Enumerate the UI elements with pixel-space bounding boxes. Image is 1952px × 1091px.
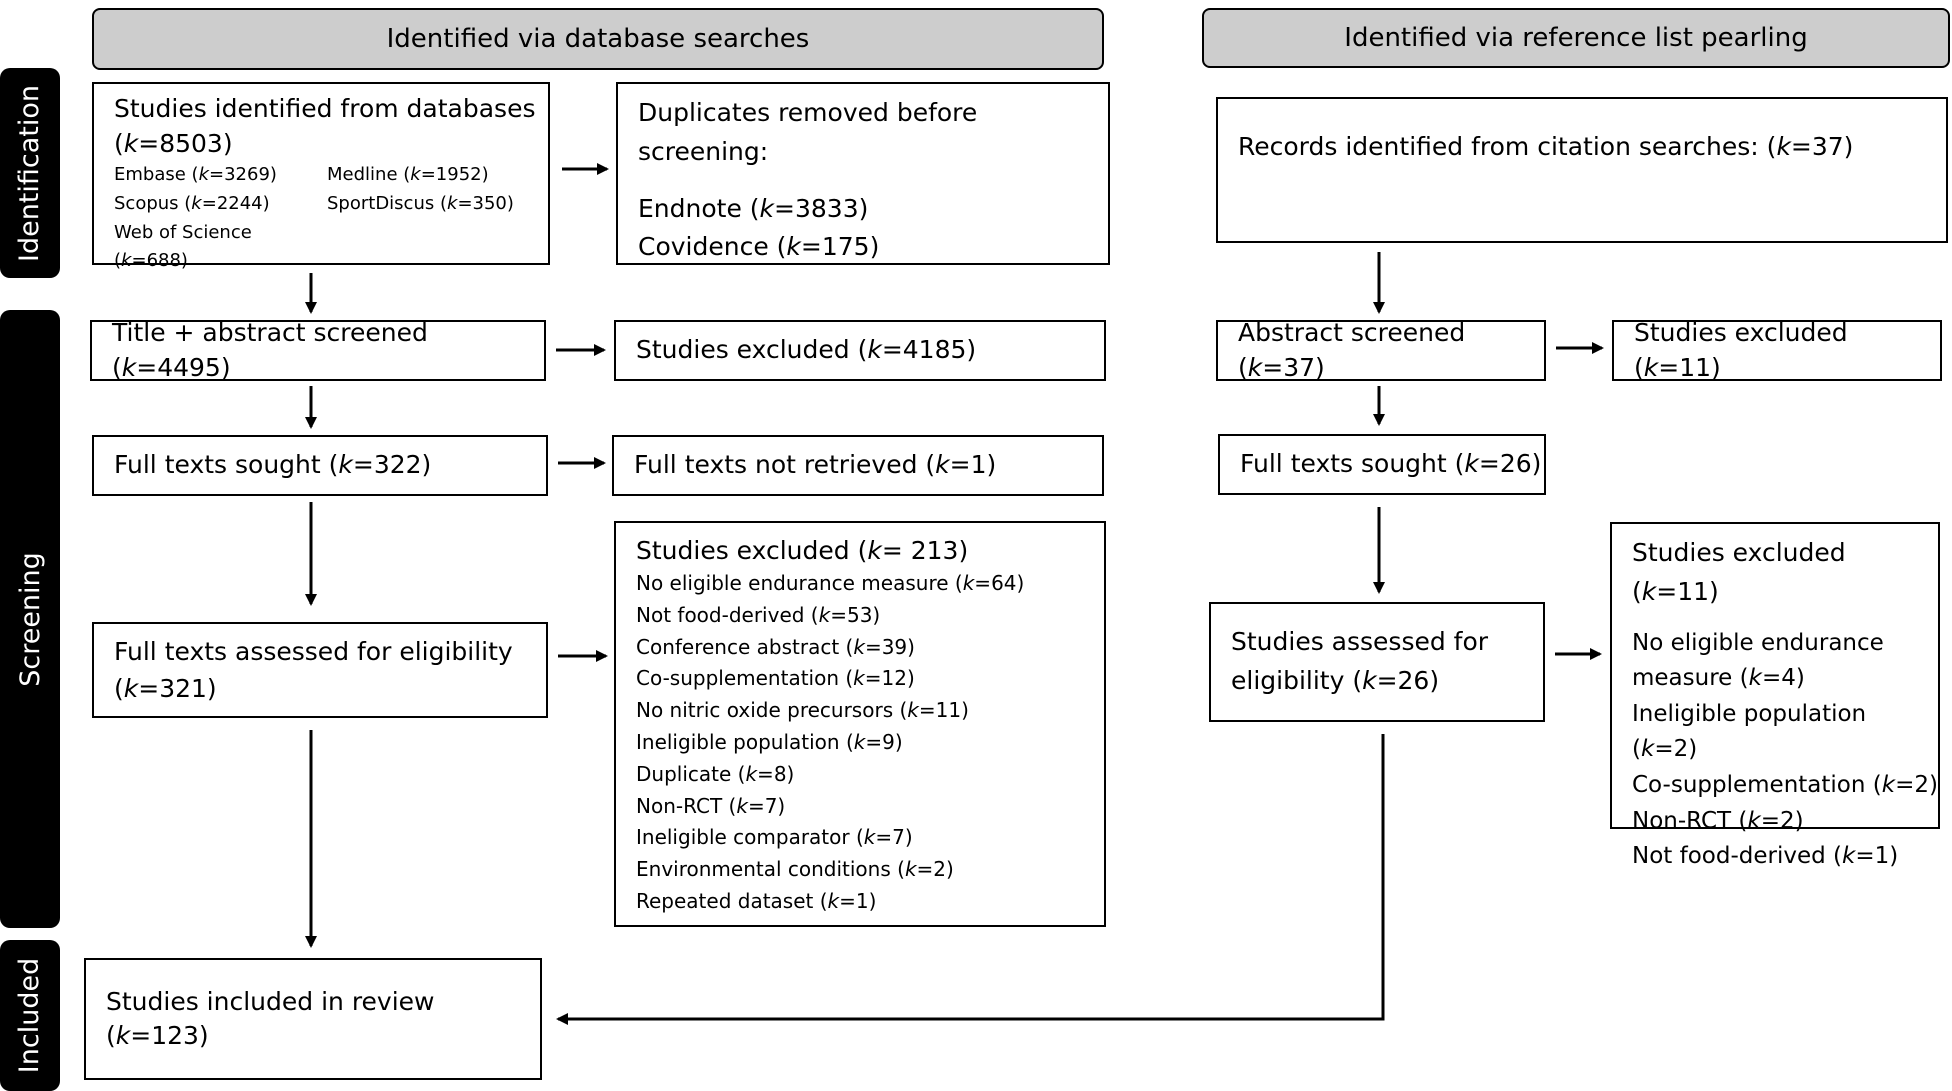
box-db-title-abstract: Title + abstract screened (k=4495) (90, 318, 546, 382)
box-ref-abstract: Abstract screened (k=37) (1216, 318, 1546, 382)
db-identified-title: Studies identified from databases (114, 94, 536, 123)
box-db-excluded-screen: Studies excluded (k=4185) (614, 320, 1106, 381)
db-source-scopus: Scopus (k=2244) (114, 192, 270, 214)
db-reason-6: Duplicate (k=8) (636, 761, 795, 786)
header-database-label: Identified via database searches (386, 24, 810, 54)
ref-assessed-line2: eligibility (k=26) (1231, 666, 1440, 695)
db-assessed-line2: (k=321) (114, 674, 217, 703)
db-title-abstract-text: Title + abstract screened (k=4495) (112, 318, 428, 382)
ref-reason-5: Not food-derived (k=1) (1632, 843, 1899, 870)
db-sources: Embase (k=3269) Medline (k=1952) Scopus … (114, 161, 548, 276)
db-reason-5: Ineligible population (k=9) (636, 729, 903, 754)
phase-included: Included (0, 940, 60, 1091)
db-reason-2: Conference abstract (k=39) (636, 634, 915, 659)
db-duplicates-endnote: Endnote (k=3833) (638, 193, 869, 223)
box-db-sought: Full texts sought (k=322) (92, 435, 548, 496)
arrow-ref-assessed-to-included (556, 734, 1385, 1025)
box-ref-excluded-full: Studies excluded (k=11) No eligible endu… (1610, 522, 1940, 869)
box-db-included: Studies included in review (k=123) (84, 958, 542, 1080)
db-duplicates-covidence: Covidence (k=175) (638, 232, 880, 262)
box-db-identified: Studies identified from databases (k=850… (92, 82, 550, 271)
db-excluded-full-title: Studies excluded (k= 213) (636, 536, 969, 565)
header-reference-label: Identified via reference list pearling (1344, 23, 1808, 53)
box-db-excluded-full: Studies excluded (k= 213) No eligible en… (614, 521, 1106, 927)
db-duplicates-title: Duplicates removed before screening: (638, 98, 978, 166)
header-database: Identified via database searches (92, 8, 1104, 70)
ref-reason-4: Non-RCT (k=2) (1632, 807, 1804, 834)
ref-reason-1: measure (k=4) (1632, 665, 1805, 692)
db-reason-8: Ineligible comparator (k=7) (636, 825, 913, 850)
db-reason-0: No eligible endurance measure (k=64) (636, 571, 1025, 595)
db-not-retrieved-text: Full texts not retrieved (k=1) (634, 450, 997, 480)
db-reason-10: Repeated dataset (k=1) (636, 888, 877, 913)
db-excluded-screen-text: Studies excluded (k=4185) (636, 335, 977, 365)
ref-sought-text: Full texts sought (k=26) (1240, 449, 1542, 479)
db-reason-1: Not food-derived (k=53) (636, 602, 881, 627)
db-reason-9: Environmental conditions (k=2) (636, 857, 954, 882)
ref-reason-0: No eligible endurance (1632, 629, 1884, 656)
box-db-not-retrieved: Full texts not retrieved (k=1) (612, 435, 1104, 496)
db-reason-7: Non-RCT (k=7) (636, 793, 786, 818)
db-reason-4: No nitric oxide precursors (k=11) (636, 698, 969, 723)
ref-reason-2: Ineligible population (k=2) (1632, 700, 1867, 763)
phase-screening: Screening (0, 310, 60, 928)
db-included-text: Studies included in review (k=123) (106, 986, 435, 1051)
db-source-medline: Medline (k=1952) (327, 164, 489, 185)
box-ref-records: Records identified from citation searche… (1216, 97, 1948, 243)
db-identified-count: (k=8503) (114, 128, 233, 158)
ref-excluded-abstract-text: Studies excluded (k=11) (1634, 318, 1848, 382)
db-source-sportdiscus: SportDiscus (k=350) (327, 192, 514, 214)
box-db-duplicates: Duplicates removed before screening: End… (616, 82, 1110, 265)
ref-abstract-text: Abstract screened (k=37) (1238, 318, 1466, 382)
box-db-assessed: Full texts assessed for eligibility (k=3… (92, 622, 548, 718)
ref-records-text: Records identified from citation searche… (1238, 131, 1854, 161)
ref-excluded-full-title: Studies excluded (k=11) (1632, 538, 1846, 606)
header-reference: Identified via reference list pearling (1202, 8, 1950, 68)
phase-identification: Identification (0, 68, 60, 278)
ref-reason-3: Co-supplementation (k=2) (1632, 772, 1938, 799)
box-ref-sought: Full texts sought (k=26) (1218, 434, 1546, 495)
box-ref-assessed: Studies assessed for eligibility (k=26) (1209, 602, 1545, 722)
ref-assessed-line1: Studies assessed for (1231, 627, 1489, 657)
db-assessed-line1: Full texts assessed for eligibility (114, 636, 513, 666)
box-ref-excluded-abstract: Studies excluded (k=11) (1612, 318, 1942, 382)
db-source-wos: Web of Science (k=688) (114, 221, 252, 272)
db-source-embase: Embase (k=3269) (114, 164, 277, 185)
db-sought-text: Full texts sought (k=322) (114, 450, 432, 480)
db-reason-3: Co-supplementation (k=12) (636, 666, 915, 691)
